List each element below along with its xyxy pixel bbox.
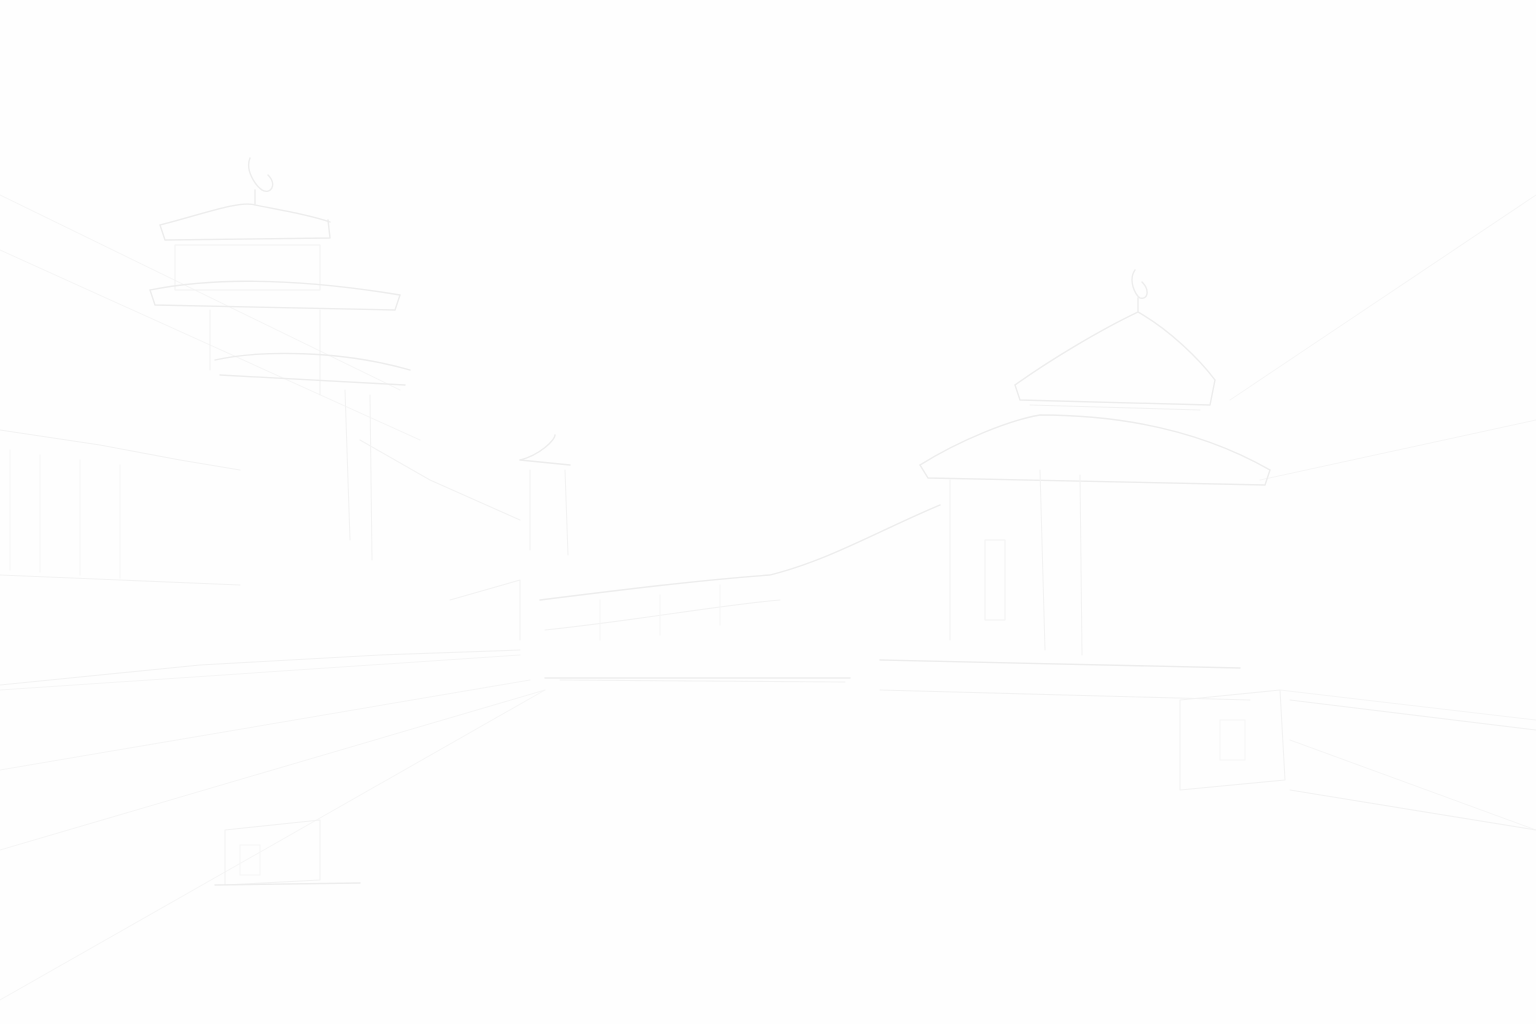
perspective-lines (0, 194, 1536, 1001)
watchtower-right (1179, 689, 1536, 831)
right-pagoda-drawing (879, 269, 1271, 701)
watchtower-center-left (449, 434, 571, 641)
watchtower-bottom-left (214, 819, 361, 886)
left-pagoda-drawing (149, 157, 411, 561)
great-wall-drawing (539, 504, 941, 683)
left-wall-drawing (0, 429, 521, 686)
